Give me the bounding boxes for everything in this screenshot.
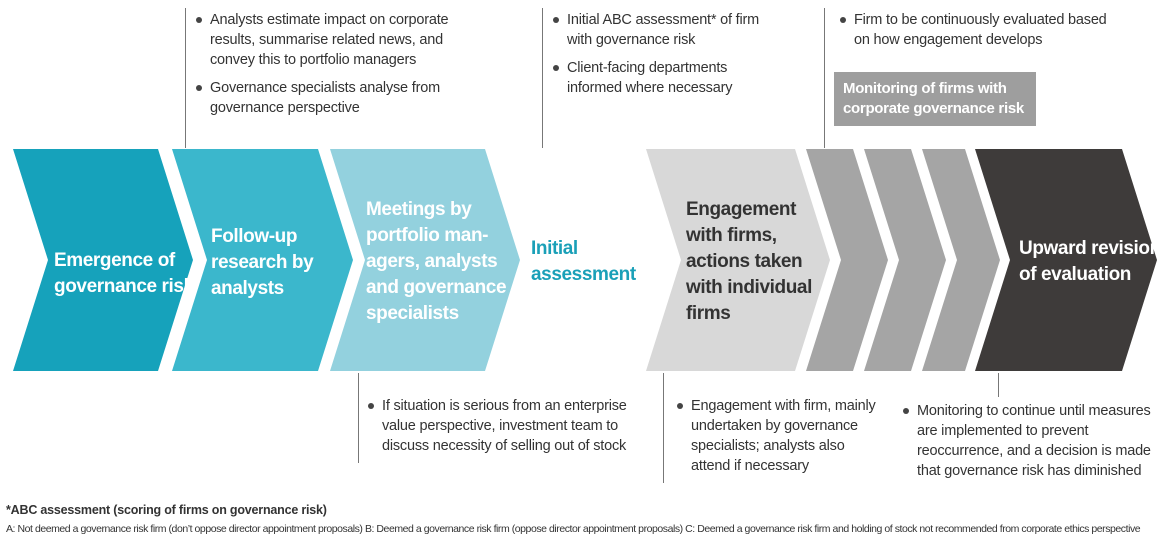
- notes-revision: Monitoring to continue until measures ar…: [901, 401, 1163, 489]
- monitoring-box: Monitoring of firms with corporate gover…: [834, 72, 1036, 126]
- notes-research: Analysts estimate impact on corporate re…: [194, 10, 456, 126]
- note-item: Initial ABC assessment* of firm with gov…: [551, 10, 761, 50]
- note-item: Engagement with firm, mainly undertaken …: [675, 396, 885, 476]
- chevron-upward-revision: [975, 149, 1157, 371]
- note-item: Monitoring to continue until measures ar…: [901, 401, 1163, 481]
- connector-research: [185, 8, 186, 148]
- footnote-body: A: Not deemed a governance risk firm (do…: [6, 523, 1141, 535]
- step-label-engagement: Engagement with firms, actions taken wit…: [686, 199, 812, 324]
- step-label-emergence: Emergence of governance risk: [54, 250, 194, 297]
- note-item: Analysts estimate impact on corporate re…: [194, 10, 456, 70]
- step-label-meetings: Meetings by portfolio man- agers, analys…: [366, 199, 507, 324]
- notes-meetings: If situation is serious from an enterpri…: [366, 396, 628, 464]
- connector-meetings: [358, 373, 359, 463]
- step-label-upward-revision: Upward revision of evaluation: [1019, 238, 1161, 285]
- connector-monitoring: [824, 8, 825, 148]
- note-item: If situation is serious from an enterpri…: [366, 396, 628, 456]
- chevron-emergence: [13, 149, 193, 371]
- connector-engagement: [663, 373, 664, 483]
- note-item: Firm to be continuously evaluated based …: [838, 10, 1108, 50]
- note-item: Client-facing departments informed where…: [551, 58, 761, 98]
- footnote-title: *ABC assessment (scoring of firms on gov…: [6, 503, 327, 517]
- chevron-engagement: [646, 149, 830, 371]
- chevron-monitoring-3: [922, 149, 1000, 371]
- connector-initial: [542, 8, 543, 148]
- chevron-follow-up-research: [172, 149, 353, 371]
- chevron-meetings: [330, 149, 520, 371]
- connector-revision: [998, 373, 999, 397]
- notes-engagement: Engagement with firm, mainly undertaken …: [675, 396, 885, 484]
- note-item: Governance specialists analyse from gove…: [194, 78, 456, 118]
- notes-monitoring: Firm to be continuously evaluated based …: [838, 10, 1108, 58]
- step-label-follow-up: Follow-up research by analysts: [211, 226, 314, 299]
- initial-assessment-label: Initial assessment: [531, 238, 636, 285]
- chevron-monitoring-2: [864, 149, 946, 371]
- chevron-monitoring-1: [806, 149, 888, 371]
- notes-initial: Initial ABC assessment* of firm with gov…: [551, 10, 761, 106]
